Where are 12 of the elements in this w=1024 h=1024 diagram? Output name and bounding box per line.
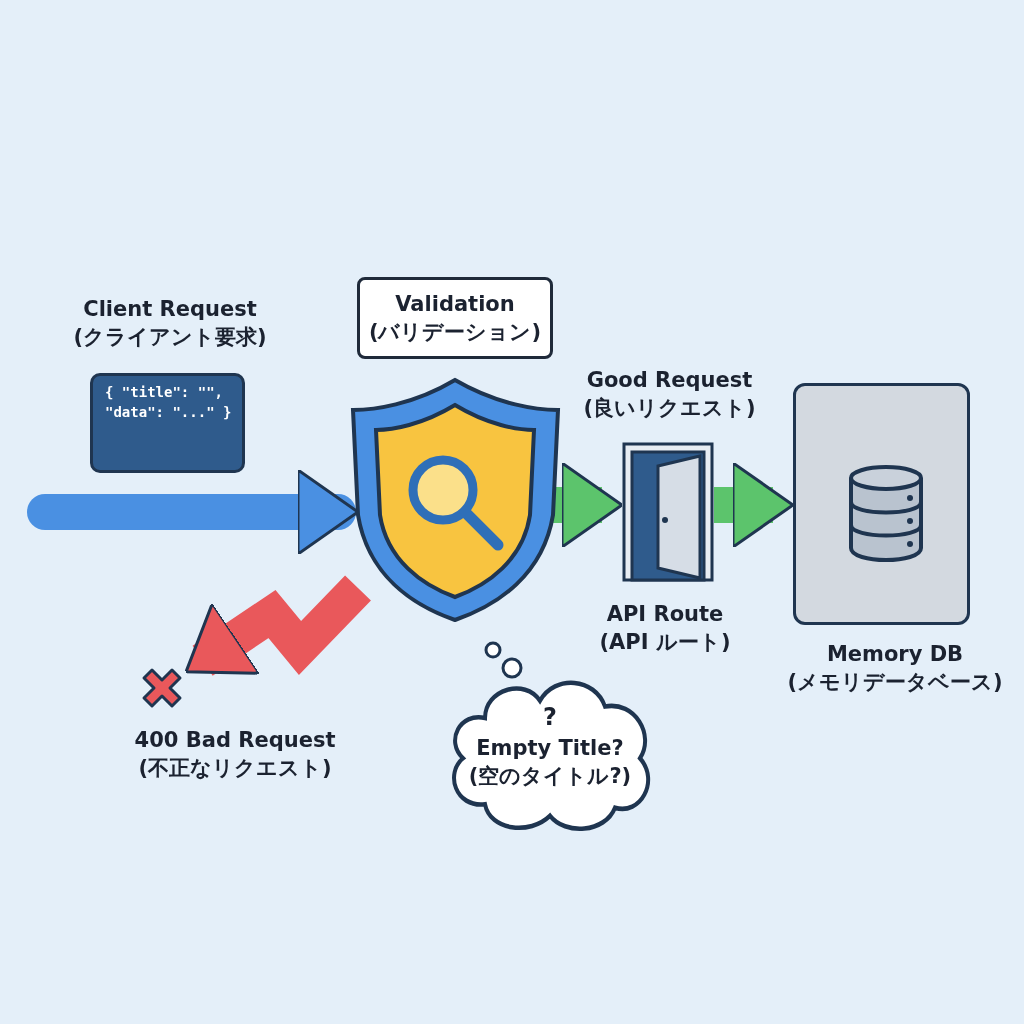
code-snippet: { "title": "", "data": "..." } [90,373,245,473]
arrow [184,575,371,676]
label-box [357,277,553,359]
node-label: API Route (API ルート) [598,601,732,657]
node-label: Memory DB (メモリデータベース) [786,641,1004,697]
question-mark: ? [542,704,558,731]
arrow [714,461,795,549]
node-label: Validation (バリデーション) [367,291,543,347]
node-label: 400 Bad Request (不正なリクエスト) [133,727,337,783]
arrow [553,461,624,549]
node-label: Client Request (クライアント要求) [72,296,268,352]
node-label: Empty Title? (空のタイトル?) [467,735,633,791]
